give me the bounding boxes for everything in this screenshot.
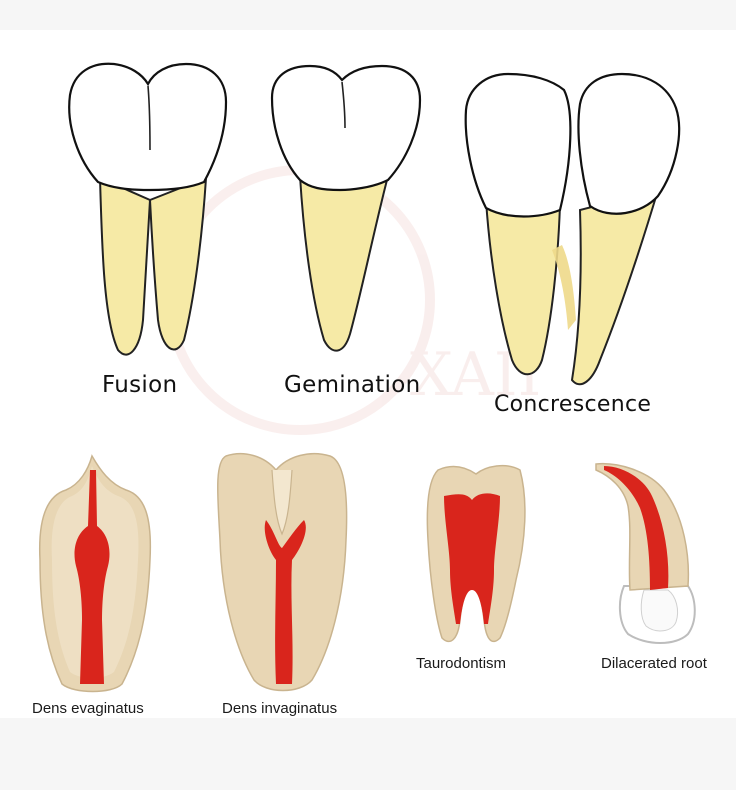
taurodontism-tooth [426, 464, 526, 643]
concrescence-teeth [464, 72, 681, 386]
gemination-tooth [270, 64, 422, 352]
dens-invaginatus-tooth [217, 452, 348, 692]
dilacerated-root-tooth [595, 462, 696, 644]
label-gemination: Gemination [284, 372, 421, 398]
label-dens-evaginatus: Dens evaginatus [32, 700, 144, 717]
label-fusion: Fusion [102, 372, 178, 398]
label-dens-invaginatus: Dens invaginatus [222, 700, 338, 717]
dens-evaginatus-tooth [38, 454, 152, 693]
label-taurodontism: Taurodontism [416, 655, 507, 672]
label-dilacerated-root: Dilacerated root [601, 655, 707, 672]
fusion-tooth [68, 62, 228, 356]
label-concrescence: Concrescence [494, 392, 652, 417]
